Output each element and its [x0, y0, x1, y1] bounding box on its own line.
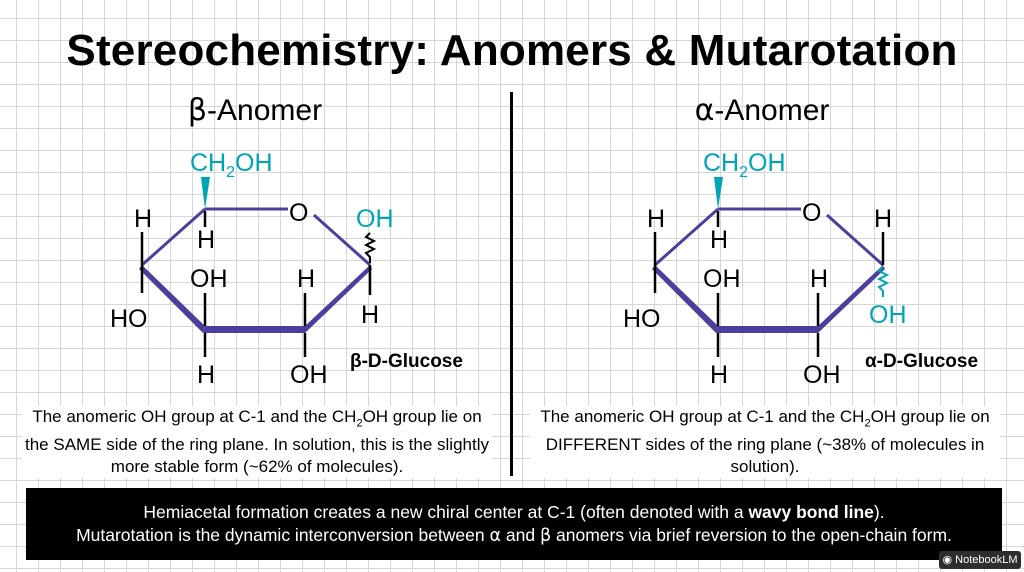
ring-bold-bond — [139, 265, 205, 333]
beta-heading-text: -Anomer — [207, 94, 323, 127]
ring-bond — [826, 213, 884, 267]
c2-oh-label: OH — [803, 361, 841, 389]
summary-line-1: Hemiacetal formation creates a new chira… — [143, 502, 885, 522]
alpha-symbol: α — [694, 93, 715, 128]
c4-h-label: H — [134, 205, 152, 233]
c3-oh-label: OH — [703, 265, 741, 293]
wedge-bond — [714, 177, 723, 209]
ch2oh-label: CH2OH — [703, 149, 786, 181]
c4-h-label: H — [647, 205, 665, 233]
summary-banner: Hemiacetal formation creates a new chira… — [26, 488, 1002, 560]
c3-h-label: H — [197, 361, 215, 389]
beta-symbol: β — [187, 93, 208, 128]
ring-bold-bond — [305, 265, 372, 333]
c5-h-label: H — [710, 226, 728, 254]
ring-oxygen-label: O — [289, 199, 308, 227]
ring-bold-bond — [203, 326, 305, 333]
ring-bond — [313, 213, 371, 267]
c3-oh-label: OH — [190, 265, 228, 293]
c1-h-label: H — [874, 205, 892, 233]
alpha-anomer-heading: α-Anomer — [632, 93, 892, 128]
anomeric-oh-label: OH — [356, 205, 394, 233]
ring-bond — [654, 207, 719, 267]
beta-d-glucose-label: β-D-Glucose — [350, 351, 463, 372]
c2-h-label: H — [297, 265, 315, 293]
alpha-heading-text: -Anomer — [714, 94, 830, 127]
wavy-bond — [876, 266, 890, 297]
page-title: Stereochemistry: Anomers & Mutarotation — [66, 26, 958, 75]
ring-bold-bond — [652, 265, 718, 333]
beta-caption: The anomeric OH group at C-1 and the CH2… — [22, 406, 492, 479]
ring-bond — [141, 207, 206, 267]
wavy-bond-emphasis: wavy bond line — [748, 502, 874, 522]
beta-anomer-heading: β-Anomer — [125, 93, 385, 128]
ring-oxygen-label: O — [802, 199, 821, 227]
beta-glucose-structure: CH2OH O H H HO OH H H OH OH H β-D-Glucos… — [90, 135, 520, 400]
alpha-glucose-structure: CH2OH O H H HO OH H H OH H OH α-D-Glucos… — [603, 135, 1024, 400]
c4-ho-label: HO — [110, 305, 148, 333]
alpha-caption: The anomeric OH group at C-1 and the CH2… — [530, 406, 1000, 479]
c2-h-label: H — [810, 265, 828, 293]
ch2oh-label: CH2OH — [190, 149, 273, 181]
c4-ho-label: HO — [623, 305, 661, 333]
summary-line-2: Mutarotation is the dynamic interconvers… — [76, 525, 952, 546]
wedge-bond — [201, 177, 210, 209]
wavy-bond — [363, 232, 377, 263]
c1-h-label: H — [361, 301, 379, 329]
c2-oh-label: OH — [290, 361, 328, 389]
notebooklm-icon: ◉ — [942, 554, 953, 566]
c3-h-label: H — [710, 361, 728, 389]
notebooklm-watermark: ◉ NotebookLM — [939, 551, 1021, 569]
anomeric-oh-label: OH — [869, 301, 907, 329]
c5-h-label: H — [197, 226, 215, 254]
ring-bold-bond — [716, 326, 818, 333]
alpha-d-glucose-label: α-D-Glucose — [865, 351, 978, 372]
panel-divider — [510, 92, 513, 476]
ring-bold-bond — [818, 265, 885, 333]
